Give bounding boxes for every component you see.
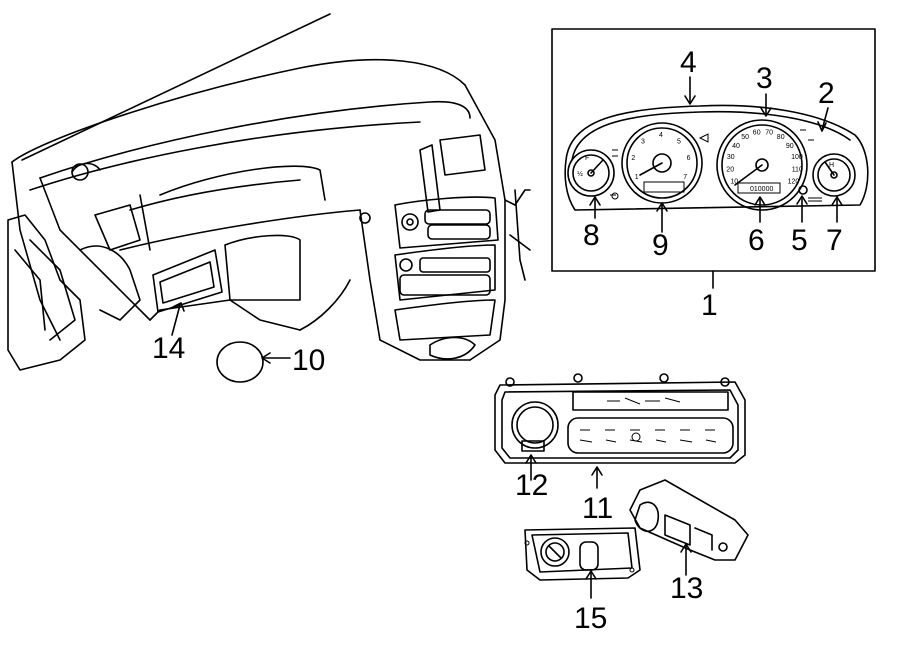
speed-tick-label: 50 (741, 134, 749, 141)
callout-15: 15 (574, 602, 607, 635)
tach-tick-label: 4 (659, 132, 663, 139)
speed-tick-label: 60 (753, 130, 761, 137)
callout-8: 8 (583, 219, 600, 252)
speed-tick-label: 120 (788, 179, 800, 186)
tach-tick-labels: 1 2 3 4 5 6 7 (631, 132, 690, 181)
callout-1: 1 (701, 289, 718, 322)
tach-tick-label: 3 (641, 139, 645, 146)
speed-tick-label: 20 (726, 167, 734, 174)
callout-13: 13 (670, 572, 703, 605)
speed-tick-label: 30 (727, 154, 735, 161)
callout-5: 5 (791, 224, 808, 257)
leader-14 (171, 304, 181, 336)
speed-tick-label: 10 (730, 179, 738, 186)
callout-10: 10 (292, 344, 325, 377)
callout-11: 11 (582, 492, 613, 525)
fuel-half-label: ½ (577, 170, 583, 178)
speed-tick-label: 40 (732, 143, 740, 150)
fuel-f-label: F (585, 155, 589, 162)
switch-13 (629, 479, 749, 576)
callout-3: 3 (756, 62, 773, 95)
callout-7: 7 (826, 224, 843, 257)
callout-14: 14 (152, 332, 185, 365)
tach-tick-label: 2 (631, 155, 635, 162)
odometer-readout: 010000 (750, 186, 773, 193)
tach-tick-label: 6 (687, 155, 691, 162)
callout-6: 6 (748, 224, 765, 257)
speed-tick-label: 90 (786, 143, 794, 150)
callout-4: 4 (680, 46, 697, 79)
speed-tick-label: 70 (765, 130, 773, 137)
temp-h-label: H (829, 162, 834, 169)
dashboard-drawing (7, 13, 531, 371)
callout-2: 2 (818, 77, 835, 110)
switch-15 (524, 527, 641, 599)
part-10-plug (216, 341, 264, 383)
hvac-control-panel (494, 373, 746, 489)
tach-tick-label: 7 (683, 174, 687, 181)
speed-tick-label: 80 (777, 134, 785, 141)
tach-tick-label: 1 (635, 174, 639, 181)
cluster-leaders (589, 76, 843, 289)
speed-tick-label: 110 (792, 167, 803, 174)
callout-9: 9 (652, 229, 669, 262)
tach-tick-label: 5 (677, 139, 681, 146)
callout-12: 12 (515, 469, 548, 502)
speed-tick-label: 100 (791, 154, 803, 161)
